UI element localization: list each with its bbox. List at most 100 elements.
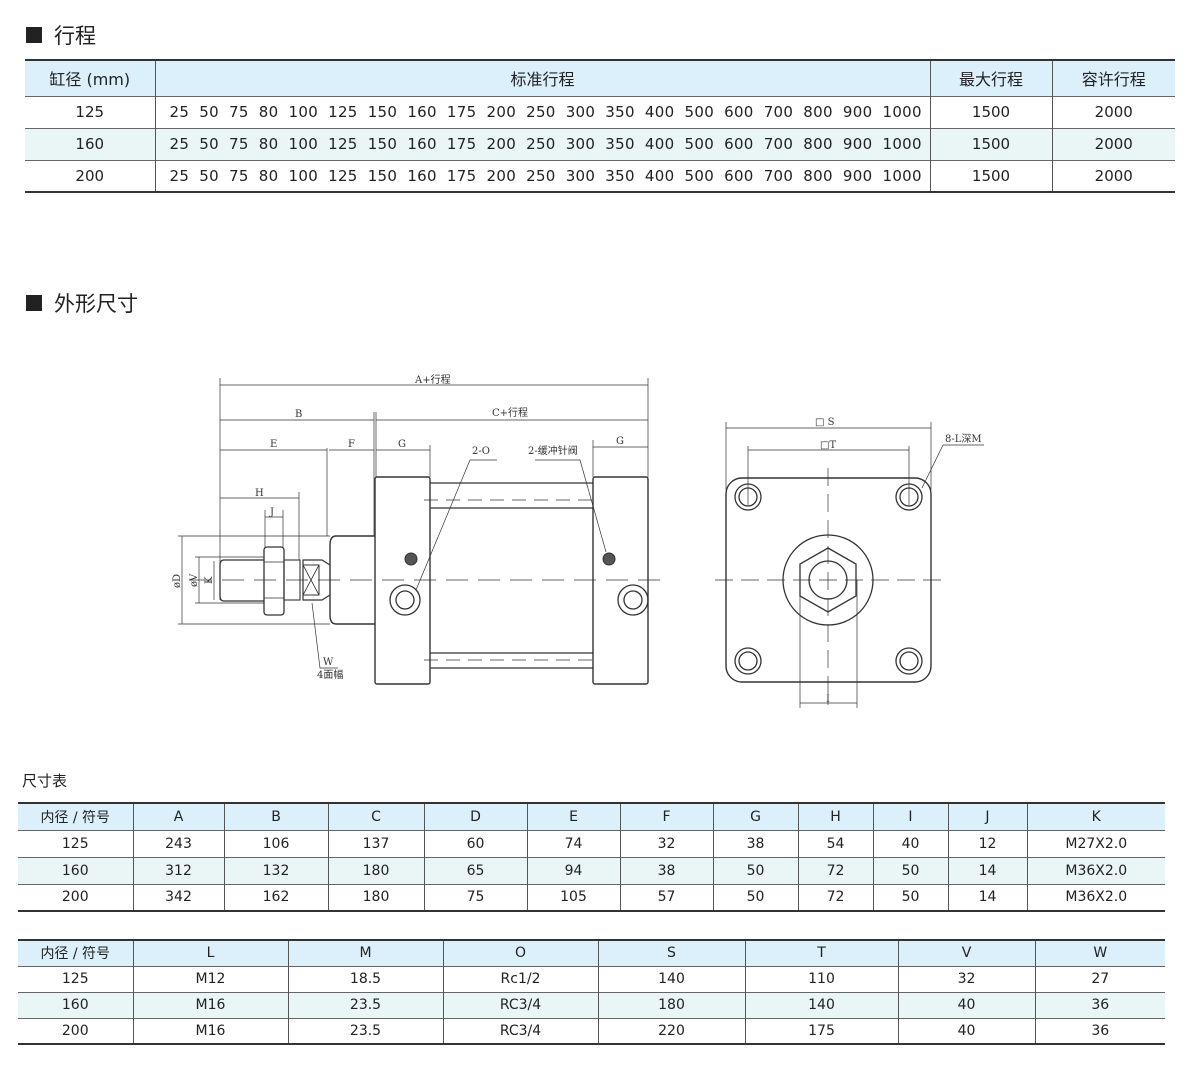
dim-label-i: I <box>826 694 830 705</box>
header-max-stroke: 最大行程 <box>929 60 1052 96</box>
header-bore: 缸径 (mm) <box>25 60 155 96</box>
cell: 140 <box>744 992 898 1018</box>
cell: M12 <box>132 966 288 992</box>
cell: 74 <box>526 830 620 857</box>
cell: RC3/4 <box>442 1018 598 1044</box>
cell: 137 <box>327 830 424 857</box>
column-header: H <box>797 803 873 830</box>
cell: 50 <box>872 884 948 911</box>
cell: 25 50 75 80 100 125 150 160 175 200 250 … <box>154 96 930 128</box>
column-header: M <box>287 940 443 966</box>
table-row: 200 25 50 75 80 100 125 150 160 175 200 2… <box>25 160 1175 192</box>
cell: Rc1/2 <box>442 966 598 992</box>
dim-label-a: A+行程 <box>414 373 451 386</box>
cell: 125 <box>61 835 89 852</box>
dim-label-e: E <box>270 439 277 450</box>
cell: 140 <box>597 966 745 992</box>
cell: 36 <box>1034 992 1165 1018</box>
cell: 60 <box>423 830 527 857</box>
column-header: I <box>872 803 948 830</box>
side-view: A+行程 B C+行程 E F G G H J øD øV K 2-O 2-缓冲… <box>172 373 660 685</box>
cell: M36X2.0 <box>1026 884 1165 911</box>
cell: 32 <box>897 966 1035 992</box>
dim-label-t: □T <box>820 440 836 451</box>
dim-label-w: W <box>323 657 334 668</box>
dimension-table-caption: 尺寸表 <box>22 772 68 790</box>
cell: 75 <box>423 884 527 911</box>
cell: 180 <box>327 884 424 911</box>
column-header: 内径 / 符号 <box>18 803 133 830</box>
cell: 1500 <box>929 96 1052 128</box>
dim-label-s: □ S <box>815 417 835 428</box>
cell: 200 <box>75 166 105 185</box>
header-standard-stroke: 标准行程 <box>154 60 930 96</box>
cell: 94 <box>526 857 620 884</box>
cell: 25 50 75 80 100 125 150 160 175 200 250 … <box>154 160 930 192</box>
cell: 312 <box>132 857 224 884</box>
cell: 175 <box>744 1018 898 1044</box>
dim-label-b: B <box>295 409 302 420</box>
dim-label-d: øD <box>172 574 183 588</box>
cell: 243 <box>132 830 224 857</box>
cell: 180 <box>327 857 424 884</box>
dim-label-g2: G <box>616 436 624 447</box>
cell: 54 <box>797 830 873 857</box>
cell: 1500 <box>929 128 1052 160</box>
column-header: C <box>327 803 424 830</box>
cell: 72 <box>797 857 873 884</box>
cell: 40 <box>897 1018 1035 1044</box>
cell: 160 <box>18 857 133 884</box>
cell: 23.5 <box>287 1018 443 1044</box>
cell: 57 <box>619 884 713 911</box>
dim-label-f: F <box>348 439 355 450</box>
cell: M36X2.0 <box>1026 857 1165 884</box>
wrench-flat-icon <box>302 564 320 596</box>
hex-nut-icon <box>799 547 857 613</box>
square-bullet-icon <box>26 295 42 311</box>
square-bullet-icon <box>26 27 42 43</box>
cell: 36 <box>1034 1018 1165 1044</box>
cell: 160 <box>25 128 155 160</box>
cell: 110 <box>744 966 898 992</box>
port-icon <box>389 584 421 616</box>
port-icon <box>617 584 649 616</box>
column-header: V <box>897 940 1035 966</box>
column-header: O <box>442 940 598 966</box>
column-header: A <box>132 803 224 830</box>
cell: 14 <box>947 884 1027 911</box>
cell: 50 <box>712 884 798 911</box>
rod-cover <box>374 476 431 685</box>
cell: M16 <box>132 992 288 1018</box>
cushion-valve-icon <box>404 552 418 566</box>
cell: 38 <box>712 830 798 857</box>
head-cover <box>592 476 649 685</box>
column-header: K <box>1026 803 1165 830</box>
section-heading-stroke: 行程 <box>26 20 96 50</box>
column-header: L <box>132 940 288 966</box>
column-header: D <box>423 803 527 830</box>
cell: 162 <box>223 884 328 911</box>
cell: 25 50 75 80 100 125 150 160 175 200 250 … <box>154 128 930 160</box>
cell: RC3/4 <box>442 992 598 1018</box>
cell: 105 <box>526 884 620 911</box>
column-header: J <box>947 803 1027 830</box>
dim-label-j: J <box>269 507 274 518</box>
cell: 180 <box>597 992 745 1018</box>
piston-rod-thread <box>219 559 264 602</box>
cell: 2000 <box>1051 96 1175 128</box>
cell: 72 <box>797 884 873 911</box>
